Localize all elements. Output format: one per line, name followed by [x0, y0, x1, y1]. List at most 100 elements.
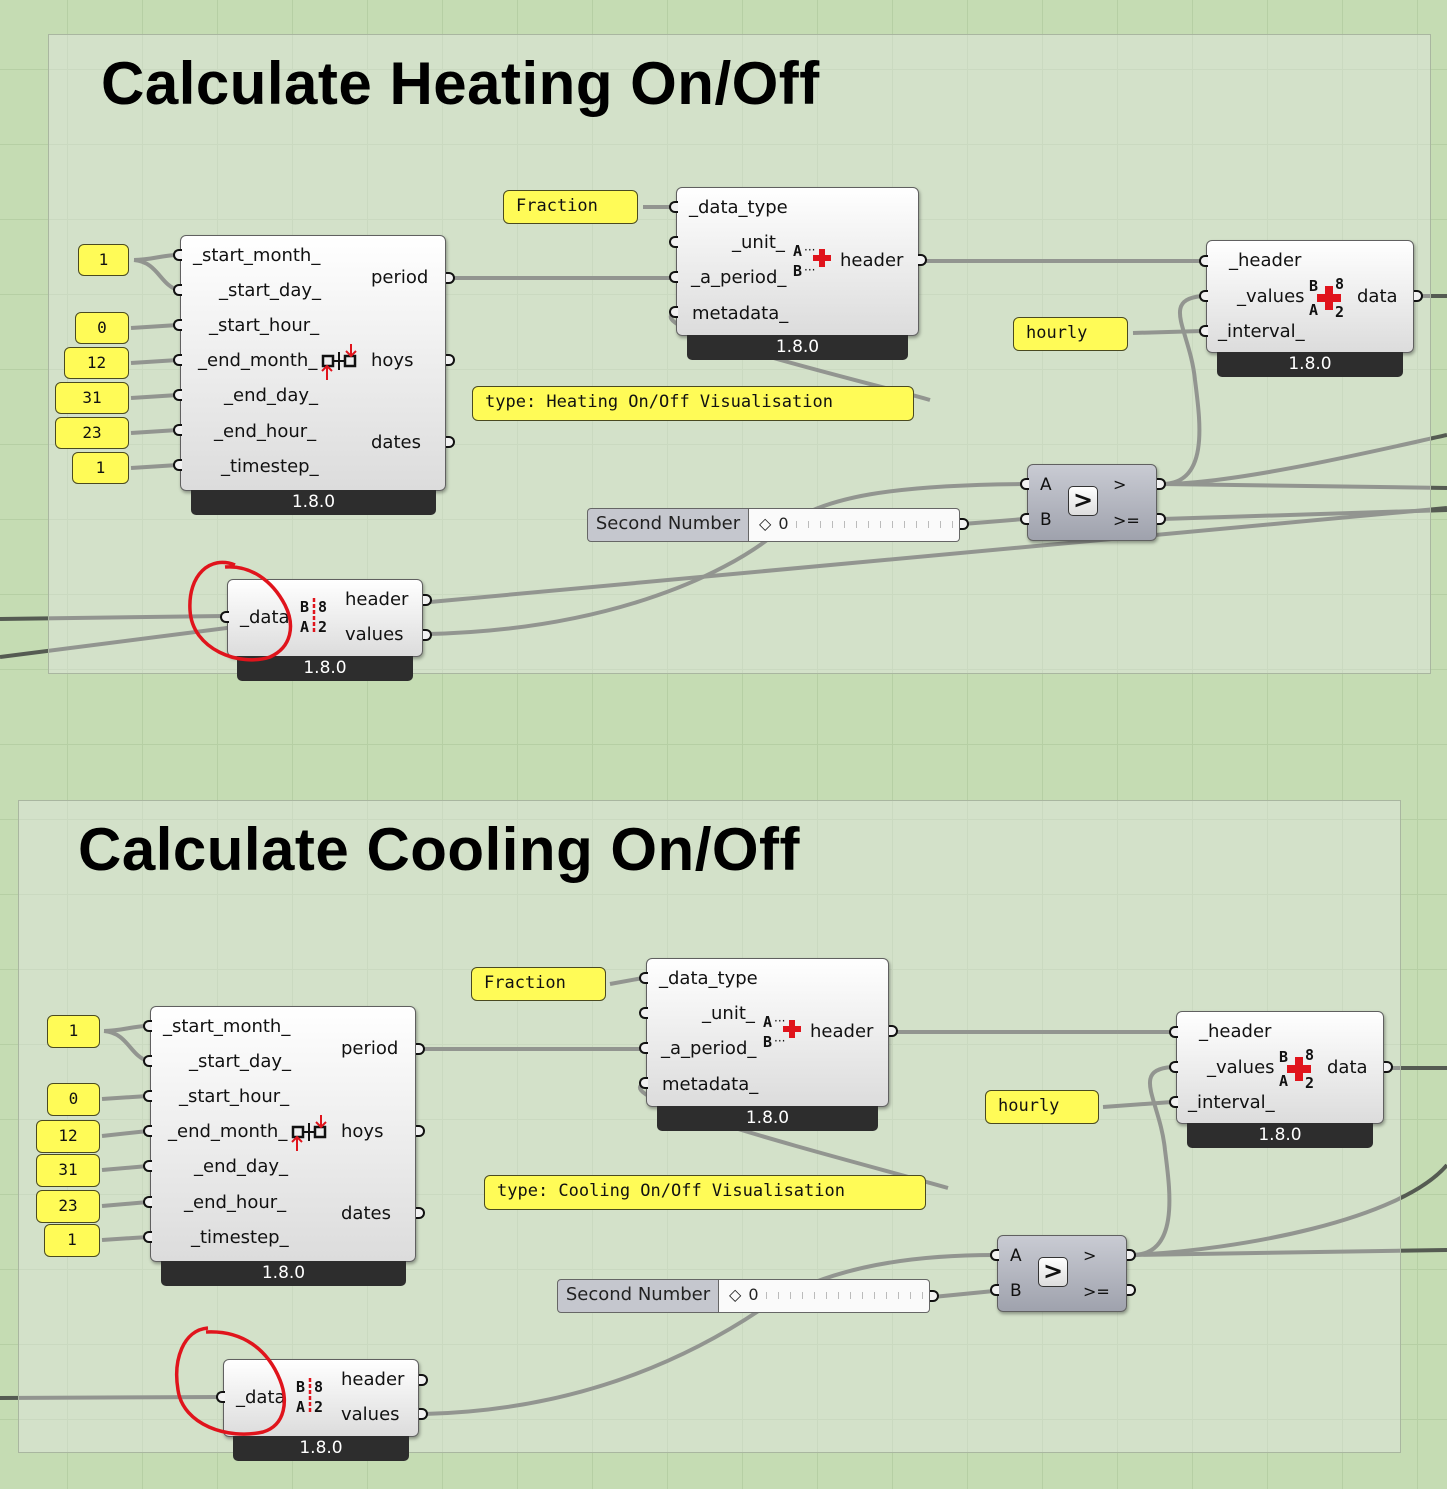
output-values[interactable]: values [341, 1404, 400, 1425]
output-dates[interactable]: dates [341, 1203, 391, 1224]
end-hour-panel[interactable]: 23 [36, 1190, 100, 1223]
output-header[interactable]: header [345, 589, 409, 610]
start-month-panel[interactable]: 1 [47, 1015, 100, 1048]
second-number-slider-name[interactable]: Second Number [587, 508, 749, 542]
greater-than-component[interactable]: A B > >= > [1027, 464, 1157, 541]
fraction-panel[interactable]: Fraction [471, 967, 606, 1001]
port[interactable] [416, 1125, 425, 1137]
hourly-panel[interactable]: hourly [1013, 317, 1128, 351]
output-data[interactable]: data [1357, 286, 1398, 307]
port[interactable] [143, 1160, 152, 1172]
input-start-month[interactable]: _start_month_ [163, 1016, 291, 1037]
port[interactable] [173, 284, 182, 296]
port[interactable] [639, 1042, 648, 1054]
port[interactable] [446, 354, 455, 366]
port[interactable] [446, 272, 455, 284]
type-panel[interactable]: type: Heating On/Off Visualisation [472, 386, 914, 421]
port[interactable] [173, 389, 182, 401]
input-header[interactable]: _header [1199, 1021, 1272, 1042]
port[interactable] [1199, 290, 1208, 302]
input-end-hour[interactable]: _end_hour_ [184, 1192, 287, 1213]
input-data-type[interactable]: _data_type [689, 197, 788, 218]
input-start-day[interactable]: _start_day_ [189, 1051, 292, 1072]
port[interactable] [216, 1391, 225, 1403]
end-day-panel[interactable]: 31 [55, 382, 129, 414]
deconstruct-data-component[interactable]: _data header values B 8 A 2 [227, 579, 423, 657]
output-period[interactable]: period [371, 267, 429, 288]
output-gt[interactable]: > [1113, 475, 1127, 494]
input-data[interactable]: _data [236, 1387, 286, 1408]
input-start-hour[interactable]: _start_hour_ [179, 1086, 290, 1107]
output-dates[interactable]: dates [371, 432, 421, 453]
port[interactable] [918, 254, 927, 266]
port[interactable] [1127, 1249, 1136, 1261]
input-data-type[interactable]: _data_type [659, 968, 758, 989]
output-hoys[interactable]: hoys [341, 1121, 384, 1142]
input-timestep[interactable]: _timestep_ [221, 456, 319, 477]
input-b[interactable]: B [1010, 1281, 1022, 1301]
port[interactable] [639, 1077, 648, 1089]
port[interactable] [930, 1290, 939, 1302]
input-a-period[interactable]: _a_period_ [661, 1038, 757, 1059]
input-a[interactable]: A [1040, 475, 1052, 495]
output-header[interactable]: header [810, 1021, 874, 1042]
input-b[interactable]: B [1040, 510, 1052, 530]
analysis-period-component[interactable]: _start_month_ _start_day_ _start_hour_ _… [180, 235, 446, 491]
port[interactable] [1157, 478, 1166, 490]
port[interactable] [173, 424, 182, 436]
port[interactable] [960, 518, 969, 530]
port[interactable] [419, 1408, 428, 1420]
timestep-panel[interactable]: 1 [72, 452, 129, 484]
port[interactable] [1020, 478, 1029, 490]
input-a-period[interactable]: _a_period_ [691, 267, 787, 288]
port[interactable] [1384, 1061, 1393, 1073]
end-month-panel[interactable]: 12 [36, 1120, 100, 1153]
start-month-panel[interactable]: 1 [78, 244, 129, 276]
output-header[interactable]: header [341, 1369, 405, 1390]
port[interactable] [416, 1043, 425, 1055]
port[interactable] [639, 972, 648, 984]
port[interactable] [1157, 513, 1166, 525]
port[interactable] [990, 1284, 999, 1296]
start-hour-panel[interactable]: 0 [47, 1083, 100, 1116]
port[interactable] [1169, 1061, 1178, 1073]
output-period[interactable]: period [341, 1038, 399, 1059]
output-data[interactable]: data [1327, 1057, 1368, 1078]
output-values[interactable]: values [345, 624, 404, 645]
input-unit[interactable]: _unit_ [702, 1003, 755, 1024]
port[interactable] [889, 1025, 898, 1037]
port[interactable] [990, 1249, 999, 1261]
greater-than-component[interactable]: A B > >= > [997, 1235, 1127, 1312]
hourly-panel[interactable]: hourly [985, 1090, 1099, 1124]
port[interactable] [143, 1125, 152, 1137]
input-end-hour[interactable]: _end_hour_ [214, 421, 317, 442]
input-header[interactable]: _header [1229, 250, 1302, 271]
input-data[interactable]: _data [240, 607, 290, 628]
port[interactable] [143, 1231, 152, 1243]
port[interactable] [173, 319, 182, 331]
port[interactable] [1169, 1096, 1178, 1108]
port[interactable] [1169, 1026, 1178, 1038]
port[interactable] [419, 1374, 428, 1386]
input-end-day[interactable]: _end_day_ [224, 385, 319, 406]
port[interactable] [423, 629, 432, 641]
input-timestep[interactable]: _timestep_ [191, 1227, 289, 1248]
port[interactable] [143, 1196, 152, 1208]
input-values[interactable]: _values [1237, 286, 1305, 307]
port[interactable] [1020, 513, 1029, 525]
port[interactable] [669, 201, 678, 213]
port[interactable] [173, 354, 182, 366]
port[interactable] [173, 249, 182, 261]
port[interactable] [423, 594, 432, 606]
port[interactable] [1127, 1284, 1136, 1296]
input-start-hour[interactable]: _start_hour_ [209, 315, 320, 336]
input-metadata[interactable]: metadata_ [692, 303, 789, 324]
output-gte[interactable]: >= [1083, 1282, 1110, 1301]
second-number-slider[interactable]: ◇ 0 [749, 508, 960, 542]
port[interactable] [1199, 255, 1208, 267]
start-hour-panel[interactable]: 0 [75, 312, 129, 344]
create-collection-component[interactable]: _header _values _interval_ data B 8 A 2 [1206, 240, 1414, 353]
port[interactable] [446, 436, 455, 448]
input-unit[interactable]: _unit_ [732, 232, 785, 253]
port[interactable] [143, 1055, 152, 1067]
